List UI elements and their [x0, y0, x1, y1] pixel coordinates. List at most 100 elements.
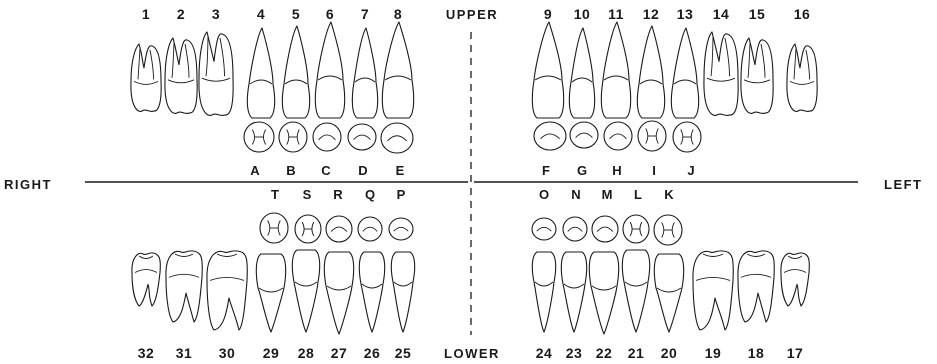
- upper-permanent-tooth: [246, 27, 276, 119]
- label-lower: LOWER: [444, 346, 500, 361]
- tooth-number-label: 9: [544, 6, 552, 22]
- upper-permanent-tooth: [351, 27, 379, 119]
- tooth-number-label: 8: [394, 6, 402, 22]
- primary-tooth-letter: G: [577, 163, 587, 178]
- lower-permanent-tooth: [255, 253, 287, 333]
- primary-tooth-letter: E: [396, 163, 405, 178]
- primary-tooth-letter: M: [602, 187, 613, 202]
- upper-permanent-teeth: [130, 21, 818, 119]
- upper-permanent-tooth: [198, 31, 234, 117]
- label-right: RIGHT: [4, 177, 52, 192]
- lower-permanent-tooth: [390, 251, 416, 333]
- lower-permanent-tooth: [780, 252, 810, 307]
- tooth-number-label: 32: [138, 345, 155, 361]
- lower-primary-crown: [357, 216, 383, 242]
- upper-primary-crown: [533, 121, 567, 151]
- tooth-number-label: 18: [748, 345, 765, 361]
- primary-tooth-letter: F: [542, 163, 550, 178]
- tooth-number-label: 3: [212, 6, 220, 22]
- tooth-number-label: 11: [608, 6, 624, 22]
- lower-permanent-tooth: [358, 251, 386, 333]
- primary-tooth-letter: A: [250, 163, 260, 178]
- tooth-number-label: 1: [142, 6, 150, 22]
- lower-permanent-tooth: [165, 250, 203, 323]
- tooth-number-label: 20: [661, 345, 678, 361]
- tooth-number-label: 25: [395, 345, 412, 361]
- tooth-number-label: 31: [176, 345, 193, 361]
- tooth-number-label: 26: [364, 345, 381, 361]
- upper-primary-crown: [569, 121, 599, 149]
- tooth-number-label: 24: [536, 345, 553, 361]
- lower-primary-crown: [653, 214, 683, 246]
- tooth-number-label: 23: [566, 345, 583, 361]
- primary-tooth-letter: P: [397, 187, 406, 202]
- upper-primary-crown: [672, 121, 702, 153]
- lower-primary-crown: [562, 216, 588, 242]
- upper-permanent-tooth: [786, 43, 818, 113]
- tooth-number-label: 13: [677, 6, 694, 22]
- tooth-number-label: 12: [643, 6, 660, 22]
- lower-permanent-tooth: [291, 249, 321, 333]
- lower-primary-crown: [294, 214, 322, 244]
- tooth-number-label: 14: [713, 6, 730, 22]
- primary-tooth-letter: O: [539, 187, 549, 202]
- upper-permanent-tooth: [531, 21, 565, 119]
- upper-permanent-tooth: [281, 25, 311, 119]
- lower-primary-crown: [531, 217, 557, 241]
- tooth-number-label: 2: [177, 6, 185, 22]
- upper-permanent-tooth: [740, 37, 774, 115]
- primary-tooth-letter: B: [286, 163, 295, 178]
- upper-permanent-tooth: [670, 27, 700, 119]
- primary-tooth-letter: R: [333, 187, 343, 202]
- primary-tooth-letter: D: [358, 163, 367, 178]
- primary-tooth-letter: I: [652, 163, 656, 178]
- lower-permanent-tooth: [737, 250, 775, 323]
- lower-permanent-tooth: [131, 252, 161, 307]
- upper-primary-crown: [603, 121, 633, 151]
- tooth-number-label: 5: [292, 6, 300, 22]
- upper-primary-crowns: [243, 120, 702, 154]
- tooth-number-label: 7: [361, 6, 369, 22]
- lower-permanent-tooth: [653, 253, 685, 333]
- label-left: LEFT: [884, 177, 923, 192]
- lower-permanent-tooth: [206, 250, 248, 331]
- tooth-number-label: 28: [298, 345, 315, 361]
- lower-permanent-teeth: [131, 249, 810, 335]
- lower-primary-crown: [259, 212, 289, 244]
- primary-tooth-letter: C: [321, 163, 331, 178]
- upper-permanent-tooth: [164, 37, 198, 115]
- lower-permanent-tooth: [560, 251, 588, 333]
- tooth-number-label: 4: [257, 6, 265, 22]
- tooth-number-label: 29: [263, 345, 280, 361]
- primary-tooth-letter: N: [571, 187, 580, 202]
- primary-tooth-letter: T: [271, 187, 279, 202]
- lower-permanent-tooth: [621, 249, 651, 333]
- lower-permanent-tooth: [323, 251, 355, 335]
- primary-tooth-letter: L: [634, 187, 642, 202]
- tooth-number-label: 6: [326, 6, 334, 22]
- upper-primary-crown: [347, 123, 377, 151]
- upper-primary-crown: [243, 121, 275, 153]
- lower-primary-crown: [325, 215, 353, 243]
- upper-permanent-tooth: [703, 31, 739, 117]
- upper-primary-crown: [312, 122, 342, 152]
- primary-tooth-letter: J: [687, 163, 694, 178]
- lower-permanent-tooth: [588, 251, 620, 335]
- tooth-number-label: 16: [794, 6, 811, 22]
- upper-permanent-tooth: [636, 25, 666, 119]
- upper-primary-crown: [637, 120, 667, 152]
- upper-permanent-tooth: [600, 21, 632, 119]
- upper-permanent-tooth: [381, 21, 415, 119]
- label-upper: UPPER: [446, 7, 498, 22]
- upper-permanent-tooth: [314, 21, 346, 119]
- tooth-number-label: 22: [596, 345, 613, 361]
- tooth-number-label: 19: [705, 345, 722, 361]
- tooth-number-label: 10: [574, 6, 591, 22]
- lower-primary-crown: [591, 215, 619, 243]
- lower-permanent-tooth: [692, 250, 734, 331]
- tooth-number-label: 15: [749, 6, 766, 22]
- lower-primary-crown: [622, 214, 650, 244]
